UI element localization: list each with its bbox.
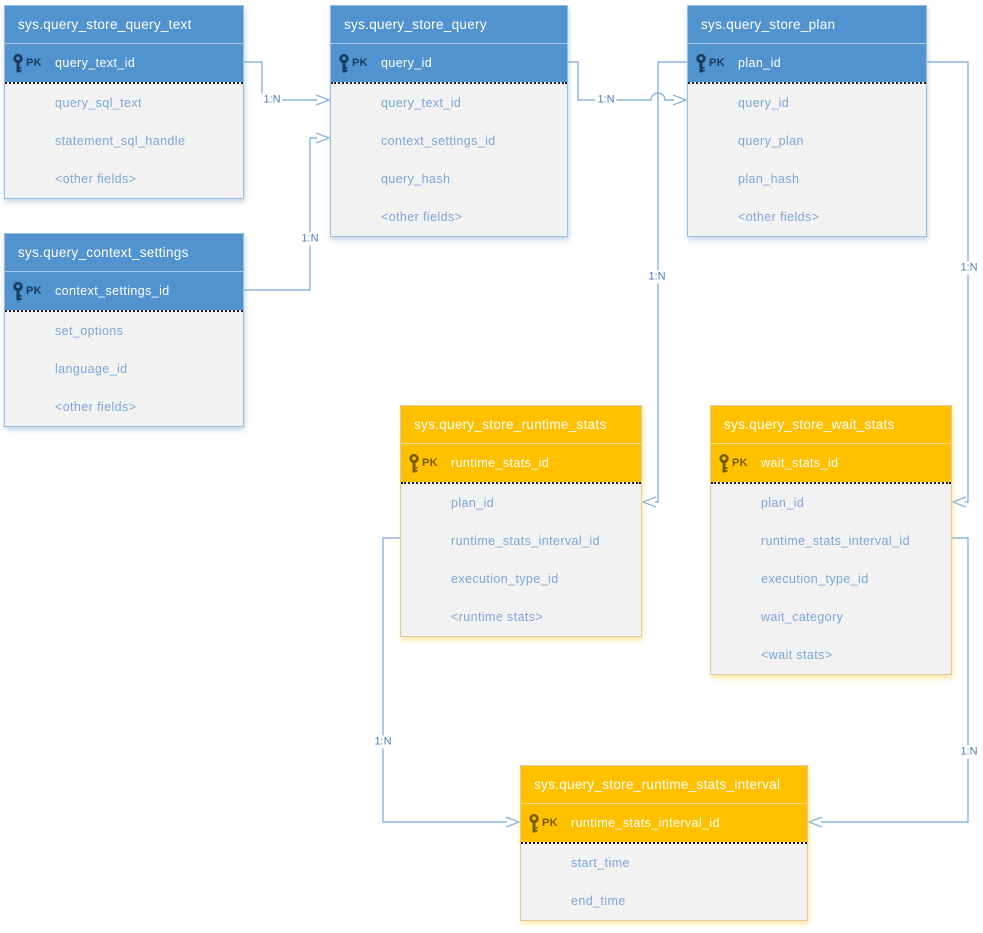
pk-row: PK runtime_stats_id	[401, 443, 641, 482]
field-list: plan_id runtime_stats_interval_id execut…	[401, 482, 641, 636]
field-row: <other fields>	[381, 210, 463, 224]
relationship-label: 1:N	[958, 745, 980, 759]
pk-row: PK query_text_id	[5, 43, 243, 82]
field-row: query_hash	[381, 172, 451, 186]
pk-badge: PK	[26, 285, 42, 297]
arrowhead-right-icon	[315, 132, 331, 144]
arrowhead-right-icon	[672, 94, 688, 106]
field-row: plan_hash	[738, 172, 800, 186]
relationship-line-waitstats-interval	[821, 537, 969, 823]
relationship-label: 1:N	[372, 735, 394, 749]
pk-field-name: wait_stats_id	[761, 456, 839, 470]
table-query-context-settings[interactable]: sys.query_context_settings PK context_se…	[4, 233, 244, 427]
field-row: query_plan	[738, 134, 804, 148]
relationship-label: 1:N	[595, 93, 617, 107]
table-title: sys.query_store_query	[331, 6, 567, 43]
pk-row: PK context_settings_id	[5, 271, 243, 310]
pk-field-name: runtime_stats_interval_id	[571, 816, 720, 830]
pk-field-name: runtime_stats_id	[451, 456, 550, 470]
field-list: plan_id runtime_stats_interval_id execut…	[711, 482, 951, 674]
primary-key-icon	[718, 453, 730, 473]
field-row: end_time	[571, 894, 626, 908]
field-row: query_id	[738, 96, 790, 110]
relationship-label: 1:N	[646, 270, 668, 284]
relationship-label: 1:N	[299, 232, 321, 246]
pk-badge: PK	[26, 57, 42, 69]
field-row: execution_type_id	[761, 572, 869, 586]
field-row: set_options	[55, 324, 124, 338]
primary-key-icon	[12, 281, 24, 301]
field-row: query_sql_text	[55, 96, 142, 110]
pk-field-name: plan_id	[738, 56, 782, 70]
arrowhead-left-icon	[807, 816, 823, 828]
primary-key-icon	[528, 813, 540, 833]
relationship-line-plan-waitstats	[927, 61, 969, 503]
table-title: sys.query_store_plan	[688, 6, 926, 43]
pk-badge: PK	[422, 457, 438, 469]
table-query-store-query[interactable]: sys.query_store_query PK query_id query_…	[330, 5, 568, 237]
field-row: runtime_stats_interval_id	[761, 534, 910, 548]
relationship-line-querytext-query	[244, 61, 317, 101]
field-row: language_id	[55, 362, 128, 376]
arrowhead-right-icon	[315, 94, 331, 106]
primary-key-icon	[12, 53, 24, 73]
field-row: query_text_id	[381, 96, 462, 110]
pk-field-name: query_id	[381, 56, 433, 70]
field-row: execution_type_id	[451, 572, 559, 586]
pk-row: PK query_id	[331, 43, 567, 82]
relationship-line-contextsettings-query	[244, 137, 317, 291]
relationship-label: 1:N	[261, 93, 283, 107]
pk-row: PK wait_stats_id	[711, 443, 951, 482]
arrowhead-left-icon	[951, 496, 967, 508]
pk-badge: PK	[542, 817, 558, 829]
relationship-line-query-plan	[568, 61, 674, 101]
field-row: <wait stats>	[761, 648, 833, 662]
table-query-store-query-text[interactable]: sys.query_store_query_text PK query_text…	[4, 5, 244, 199]
table-query-store-plan[interactable]: sys.query_store_plan PK plan_id query_id…	[687, 5, 927, 237]
field-row: <other fields>	[55, 400, 137, 414]
field-row: wait_category	[761, 610, 844, 624]
relationship-line-runtimestats-interval	[382, 537, 507, 823]
field-list: query_text_id context_settings_id query_…	[331, 82, 567, 236]
table-title: sys.query_store_runtime_stats_interval	[521, 766, 807, 803]
field-row: <other fields>	[55, 172, 137, 186]
arrowhead-left-icon	[641, 496, 657, 508]
table-title: sys.query_store_runtime_stats	[401, 406, 641, 443]
table-query-store-runtime-stats[interactable]: sys.query_store_runtime_stats PK runtime…	[400, 405, 642, 637]
table-title: sys.query_store_query_text	[5, 6, 243, 43]
field-row: <other fields>	[738, 210, 820, 224]
primary-key-icon	[695, 53, 707, 73]
primary-key-icon	[408, 453, 420, 473]
pk-badge: PK	[732, 457, 748, 469]
table-query-store-runtime-stats-interval[interactable]: sys.query_store_runtime_stats_interval P…	[520, 765, 808, 921]
pk-field-name: context_settings_id	[55, 284, 170, 298]
field-row: plan_id	[451, 496, 495, 510]
field-row: plan_id	[761, 496, 805, 510]
table-query-store-wait-stats[interactable]: sys.query_store_wait_stats PK wait_stats…	[710, 405, 952, 675]
table-title: sys.query_store_wait_stats	[711, 406, 951, 443]
relationship-label: 1:N	[958, 261, 980, 275]
field-row: <runtime stats>	[451, 610, 544, 624]
field-list: query_id query_plan plan_hash <other fie…	[688, 82, 926, 236]
pk-row: PK runtime_stats_interval_id	[521, 803, 807, 842]
arrowhead-right-icon	[505, 816, 521, 828]
primary-key-icon	[338, 53, 350, 73]
field-row: context_settings_id	[381, 134, 496, 148]
field-list: query_sql_text statement_sql_handle <oth…	[5, 82, 243, 198]
field-list: set_options language_id <other fields>	[5, 310, 243, 426]
field-list: start_time end_time	[521, 842, 807, 920]
table-title: sys.query_context_settings	[5, 234, 243, 271]
field-row: statement_sql_handle	[55, 134, 186, 148]
pk-field-name: query_text_id	[55, 56, 136, 70]
pk-row: PK plan_id	[688, 43, 926, 82]
field-row: start_time	[571, 856, 630, 870]
pk-badge: PK	[352, 57, 368, 69]
field-row: runtime_stats_interval_id	[451, 534, 600, 548]
pk-badge: PK	[709, 57, 725, 69]
